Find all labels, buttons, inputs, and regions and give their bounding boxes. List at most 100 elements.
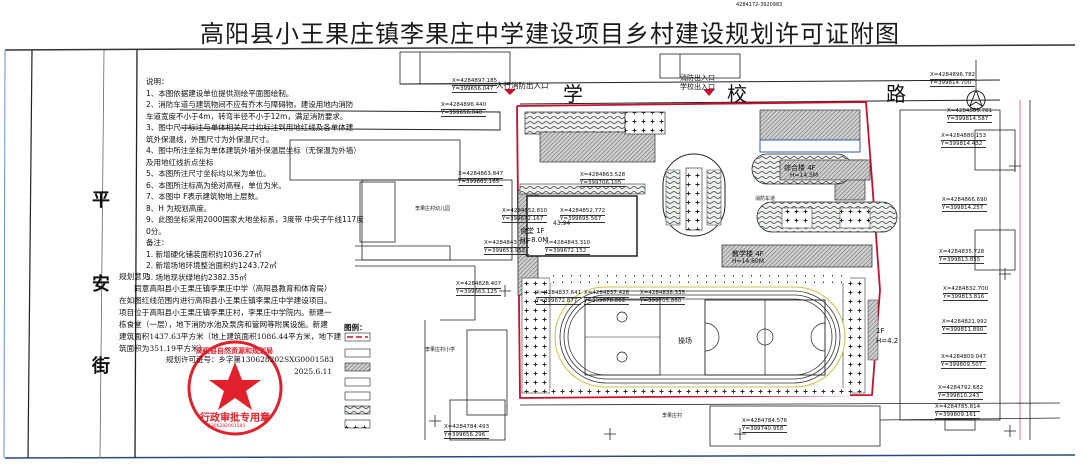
green-strip — [524, 111, 626, 135]
school-entrance-label: 学校出入口 — [680, 83, 715, 91]
building-label: 教学楼 4F — [732, 250, 764, 258]
opinion-line: 筑面积为351.19平方米）。 — [119, 344, 211, 353]
canteen-height: H=8.0M — [520, 236, 549, 244]
notes-block: 说明： 1、本图依据建设单位提供测绘平面图绘制。 2、消防车道与建筑物间不应有乔… — [146, 76, 364, 283]
street-edge-line — [134, 49, 138, 459]
site-redline — [516, 101, 881, 399]
building-label: 综合楼 4F — [784, 164, 816, 172]
legend-swatches — [344, 332, 371, 429]
permit-number: 规划许可证号：乡字第130628202SXG0001583 — [166, 355, 334, 364]
pump-house-label: 1F — [876, 327, 885, 335]
remark-item: 1. 新增硬化铺装面积约1036.27㎡ — [146, 249, 262, 259]
note-item: 7、本图中 F表示建筑物地上层数。 — [146, 192, 263, 201]
legend-heading: 图例： — [344, 323, 367, 332]
opinion-line: 项目位于高阳县小王果庄镇李果庄村，李果庄中学院内。新建一 — [119, 308, 332, 317]
village-label: 李果庄村 — [662, 413, 683, 419]
planning-opinion-block: 规划意见 同意高阳县小王果庄镇李果庄中学（高阳县教育和体育局） 在如图红线范围内… — [119, 271, 359, 355]
playground-label: 操场 — [678, 337, 692, 345]
entrance-marker — [504, 89, 516, 95]
note-item: 0分。 — [146, 226, 166, 236]
note-item: 2、消防车道与建筑物间不应有乔木与障碍物，建设用地内消防 — [146, 100, 354, 109]
note-item: 6、本图所注标高为绝对高程，单位为米。 — [146, 180, 286, 190]
note-item: 及用地红线折点坐标 — [146, 157, 214, 167]
road-label-char: 路 — [886, 82, 906, 106]
primary-school-label: 李果庄村小学 — [425, 347, 456, 353]
remarks-heading: 备注： — [146, 238, 169, 247]
fire-lane-label: 消防车道 — [755, 196, 776, 202]
note-item: 5、本图所注尺寸坐标均以米为单位。 — [146, 169, 271, 178]
frame-left-line — [3, 49, 6, 459]
remark-item: 3. 场地现状绿地约2382.35㎡ — [146, 272, 247, 282]
pump-house-height: H=4.2 — [876, 337, 899, 345]
frame-top-line — [4, 44, 1076, 51]
note-item: 车道宽度不小于4m，转弯半径不小于12m，满足消防要求。 — [146, 111, 348, 121]
seal-text: 行政审批专用章 — [200, 413, 270, 424]
opinion-heading: 规划意见 — [119, 272, 150, 281]
street-edge-line — [27, 49, 33, 459]
note-item: 1、本图依据建设单位提供测绘平面图绘制。 — [146, 88, 294, 98]
road-label-char: 校 — [727, 82, 747, 106]
seal-number: 1306282001585 — [208, 424, 246, 429]
note-item: 筑外保温线，外围尺寸为外保温尺寸。 — [146, 134, 274, 144]
remark-item: 2. 新增场地环境整治面积约1243.72㎡ — [146, 261, 277, 270]
canteen-label: 食堂 1F — [520, 227, 545, 235]
permit-date: 2025.6.11 — [294, 367, 333, 376]
road-edge — [399, 79, 1001, 85]
kindergarten-label: 李果庄村幼儿园 — [415, 206, 451, 212]
pedestrian-fire-entrance-label: 人行消防出入口 — [496, 81, 549, 90]
street-label-char: 安 — [92, 274, 110, 295]
north-arrow-icon — [966, 60, 986, 110]
note-item: 4、图中所注坐标为单体建筑外墙外保温层坐标（无保温为外墙） — [146, 146, 361, 155]
street-label-char: 平 — [92, 190, 110, 211]
canteen-outline — [526, 195, 638, 257]
entrance-marker — [703, 89, 715, 96]
existing-building — [759, 109, 861, 141]
street-label-char: 街 — [92, 356, 110, 377]
fire-entrance-label: 消防出入口 — [680, 74, 715, 82]
building-height: H=14.5M — [790, 172, 819, 179]
street-edge-line — [99, 49, 105, 459]
frame-bottom-line — [4, 454, 1076, 459]
existing-building — [539, 131, 656, 163]
canteen-length: 43.94 — [553, 220, 571, 227]
parcel — [659, 53, 741, 79]
seal-arc-text: 高阳县自然资源和规划局 — [196, 347, 273, 355]
existing-building — [721, 244, 873, 268]
note-item: 3、图中尺寸标注与单体相关尺寸均标注到用地红线及各单体建 — [146, 123, 354, 132]
parcel — [399, 51, 511, 85]
road-edge — [519, 99, 1001, 105]
road-label-char: 学 — [563, 82, 583, 106]
opinion-line: 在如图红线范围内进行高阳县小王果庄镇李果庄中学建设项目。 — [119, 296, 332, 305]
grid-crosshairs — [429, 160, 1021, 440]
running-track — [554, 286, 846, 388]
building-height: H=14.60M — [732, 258, 764, 265]
official-seal — [187, 340, 283, 436]
page-title: 高阳县小王果庄镇李果庄中学建设项目乡村建设规划许可证附图 — [200, 20, 900, 48]
basketball-court — [584, 299, 661, 376]
opinion-line: 栋食堂（一层），地下消防水池及泵房和管网等附属设施。新建 — [119, 320, 328, 329]
top-coordinate-mark: 4284172-3920983 — [736, 2, 783, 8]
